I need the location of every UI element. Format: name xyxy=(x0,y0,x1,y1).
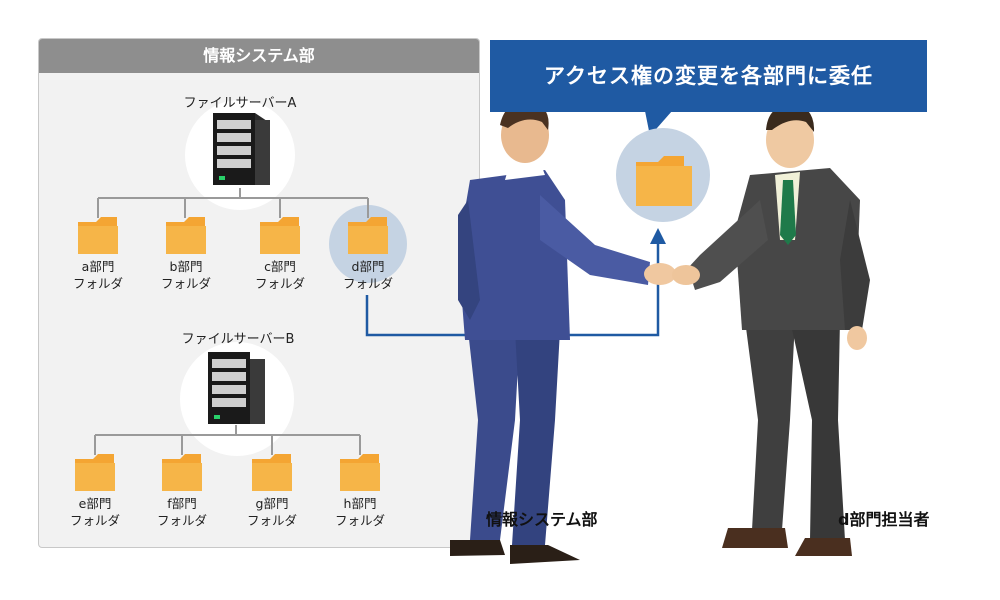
folder-label-line2: フォルダ xyxy=(160,276,211,291)
folder-label-a: a部門 フォルダ xyxy=(58,258,138,292)
folder-icon xyxy=(162,454,202,491)
folder-label-line2: フォルダ xyxy=(69,513,120,528)
folder-label-line2: フォルダ xyxy=(72,276,123,291)
folder-label-line1: h部門 xyxy=(343,496,377,511)
folder-label-b: b部門 フォルダ xyxy=(146,258,226,292)
folder-icon xyxy=(166,217,206,254)
folder-label-h: h部門 フォルダ xyxy=(320,495,400,529)
folder-label-line1: e部門 xyxy=(78,496,112,511)
folder-label-line1: a部門 xyxy=(81,259,115,274)
folder-icon xyxy=(252,454,292,491)
folder-icon xyxy=(348,217,388,254)
folder-icon xyxy=(260,217,300,254)
folder-label-line2: フォルダ xyxy=(246,513,297,528)
folder-label-line1: d部門 xyxy=(351,259,385,274)
folder-label-line1: f部門 xyxy=(167,496,197,511)
folder-label-line2: フォルダ xyxy=(254,276,305,291)
folder-icon xyxy=(75,454,115,491)
folder-icon xyxy=(340,454,380,491)
delegated-folder-icon xyxy=(636,156,692,206)
server-b-icon xyxy=(208,352,265,424)
folder-label-f: f部門 フォルダ xyxy=(142,495,222,529)
folder-label-line1: b部門 xyxy=(169,259,203,274)
folder-label-line2: フォルダ xyxy=(156,513,207,528)
it-staff-figure xyxy=(450,101,676,564)
department-staff-label: d部門担当者 xyxy=(838,510,930,529)
server-b-tree-lines xyxy=(94,425,361,455)
panel-title: 情報システム部 xyxy=(39,39,479,73)
folder-label-line2: フォルダ xyxy=(334,513,385,528)
department-staff-figure xyxy=(672,104,870,556)
folder-label-line1: c部門 xyxy=(264,259,296,274)
server-b-label: ファイルサーバーB xyxy=(181,332,295,347)
delegation-banner: アクセス権の変更を各部門に委任 xyxy=(490,40,927,112)
server-a-label: ファイルサーバーA xyxy=(183,96,297,111)
folder-label-line2: フォルダ xyxy=(342,276,393,291)
folder-label-d: d部門 フォルダ xyxy=(328,258,408,292)
server-a-tree-lines xyxy=(97,188,369,218)
folder-label-c: c部門 フォルダ xyxy=(240,258,320,292)
folder-label-g: g部門 フォルダ xyxy=(232,495,312,529)
folder-label-e: e部門 フォルダ xyxy=(55,495,135,529)
folder-icon xyxy=(78,217,118,254)
folder-label-line1: g部門 xyxy=(255,496,289,511)
server-a-icon xyxy=(213,113,270,185)
it-staff-label: 情報システム部 xyxy=(486,510,598,529)
